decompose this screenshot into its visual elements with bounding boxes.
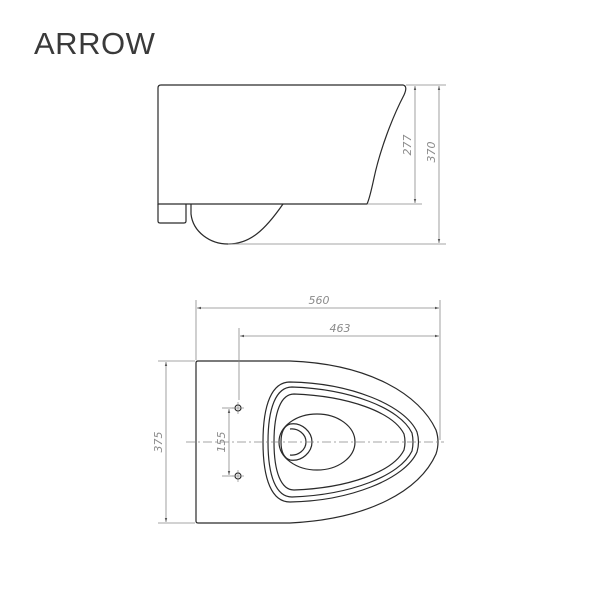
dim-label-375: 375: [152, 432, 165, 453]
side-mount-tab: [157, 204, 187, 224]
side-dimensions: [228, 84, 446, 245]
dim-label-277: 277: [401, 135, 414, 156]
side-body-outline: [157, 84, 407, 205]
side-bowl: [190, 203, 284, 245]
side-view: [157, 84, 407, 245]
dim-label-560: 560: [309, 294, 330, 307]
dim-label-370: 370: [425, 142, 438, 163]
top-rim-middle: [267, 386, 414, 498]
top-body-outline: [195, 360, 439, 524]
dim-label-155: 155: [215, 432, 228, 453]
top-rim-outer: [262, 381, 420, 503]
brand-title: ARROW: [34, 26, 156, 61]
top-view: [195, 360, 439, 524]
top-dimensions: [158, 300, 441, 524]
top-drain-outer: [280, 423, 313, 461]
dim-label-463: 463: [330, 322, 351, 335]
